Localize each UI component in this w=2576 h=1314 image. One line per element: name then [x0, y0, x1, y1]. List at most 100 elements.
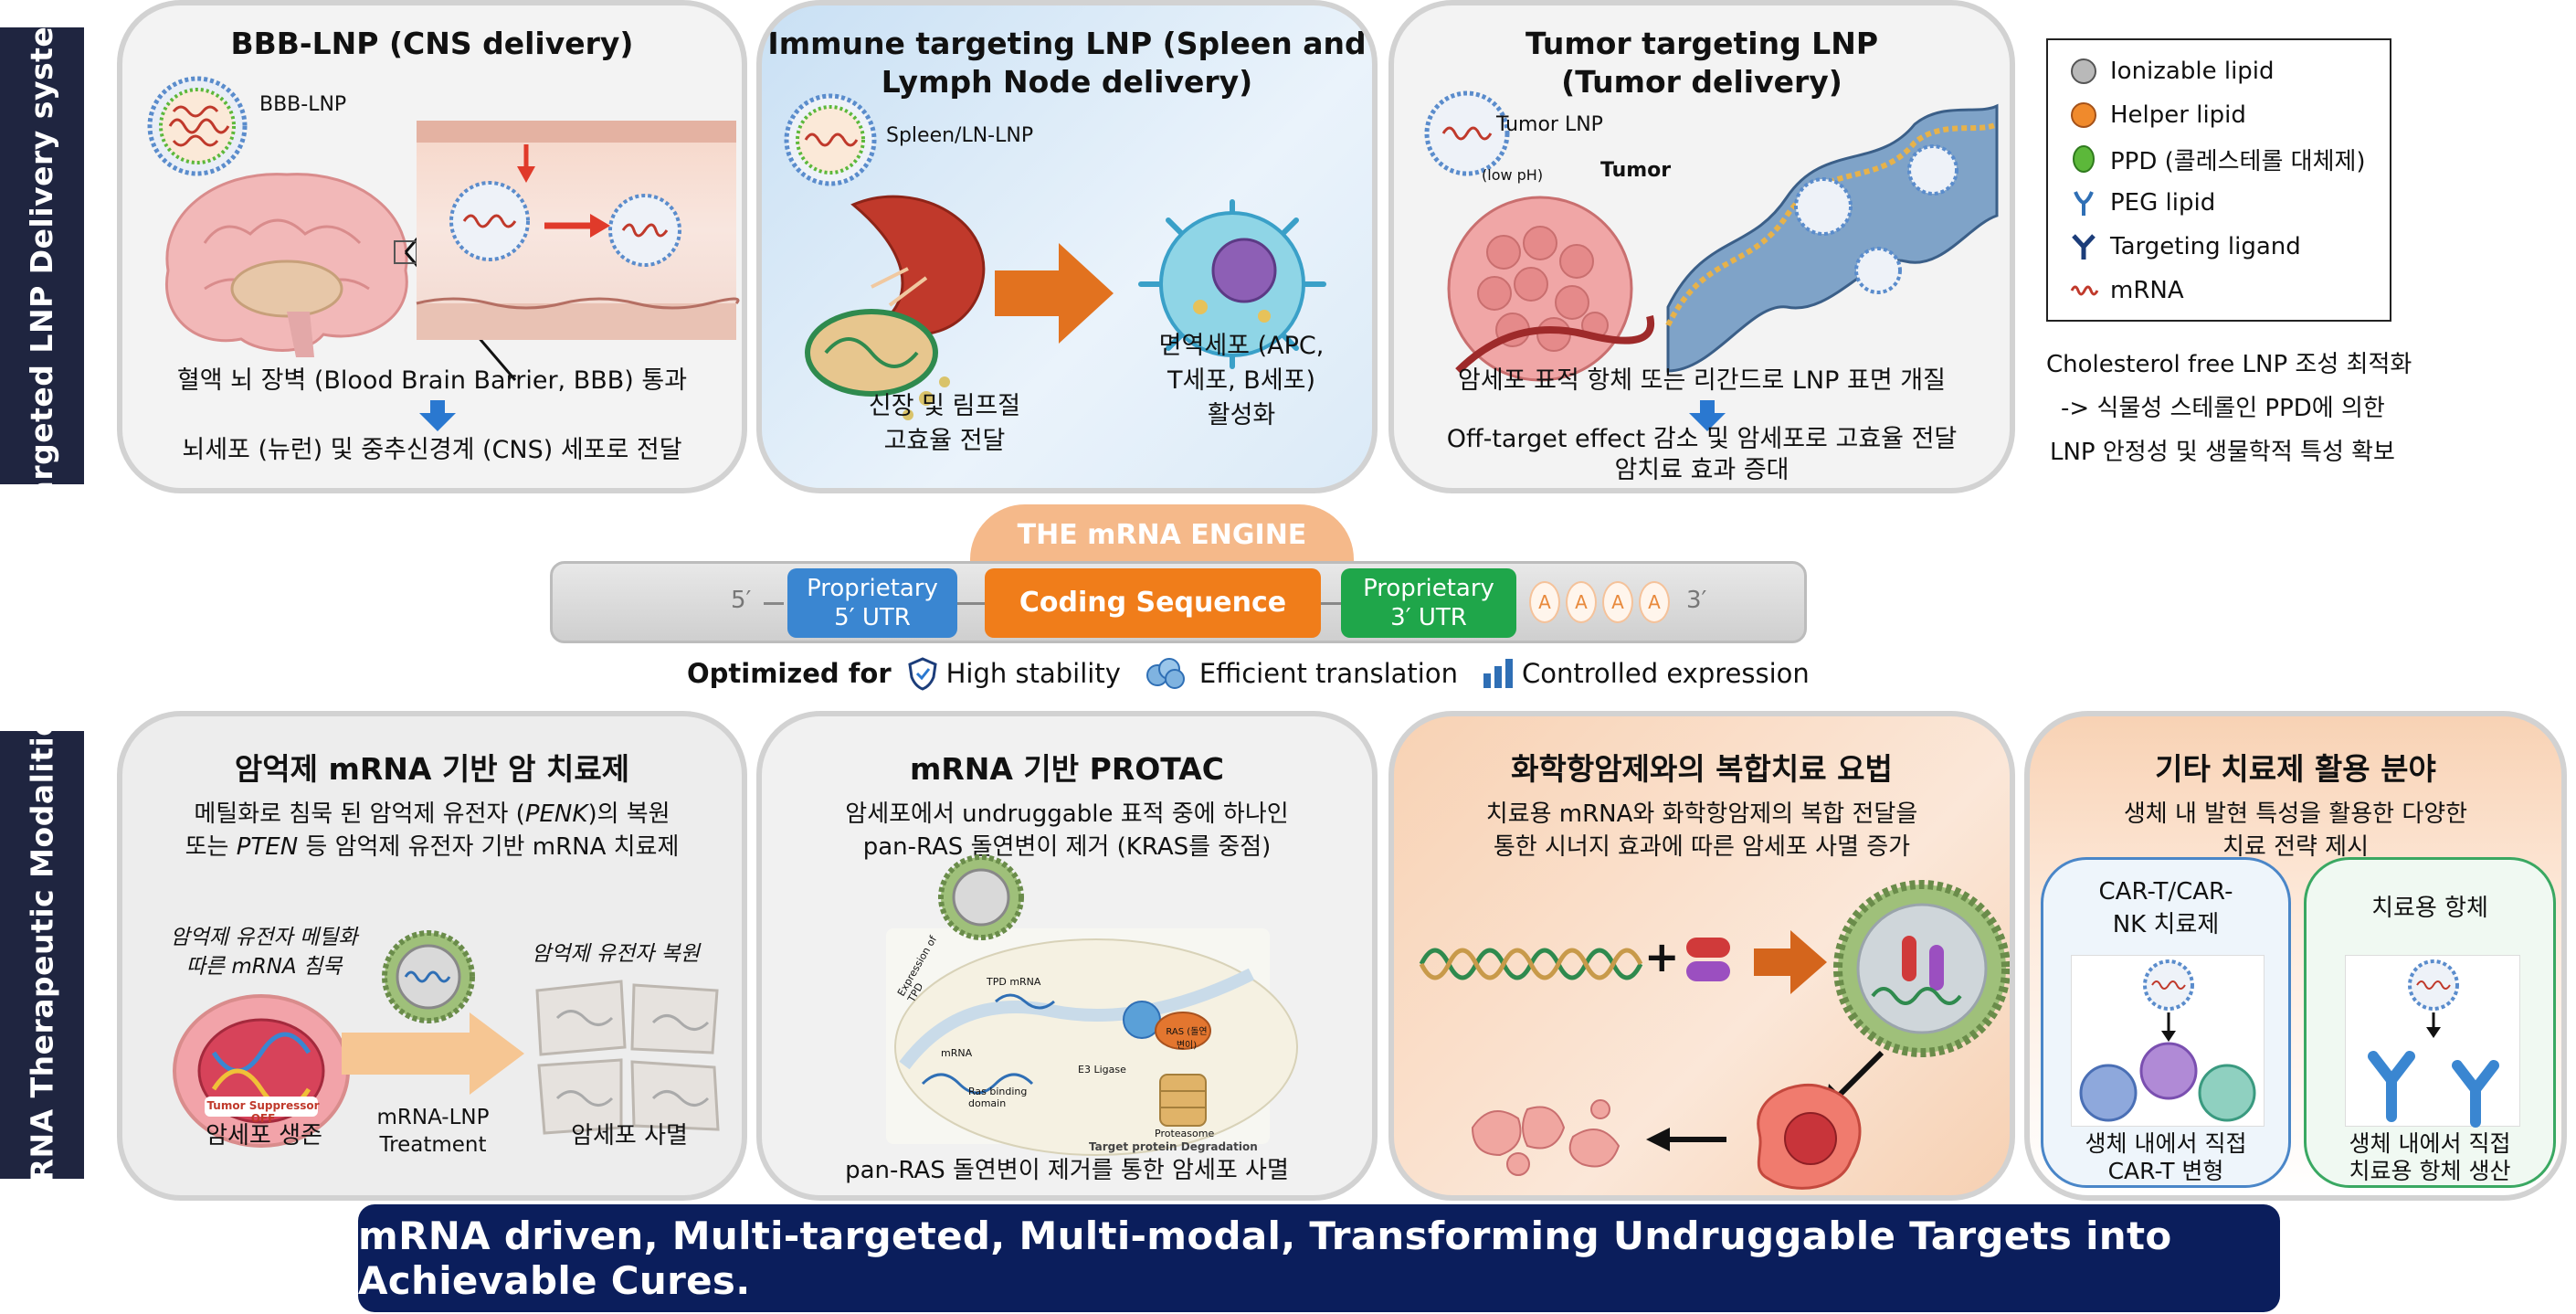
engine-title: THE mRNA ENGINE: [1017, 518, 1307, 551]
optimized-label: Optimized for: [687, 658, 892, 689]
bottom-banner: mRNA driven, Multi-targeted, Multi-modal…: [358, 1204, 2280, 1312]
lnp-particle-icon: [147, 76, 248, 176]
antibody-image: [2345, 955, 2520, 1128]
engine-title-tab: THE mRNA ENGINE: [970, 504, 1354, 565]
sub-panel-car-t: CAR-T/CAR- NK 치료제 생체 내에서 직접 CAR-T 변형: [2041, 857, 2291, 1188]
car-t-title-1: CAR-T/CAR-: [2098, 878, 2233, 906]
legend-item-helper: Helper lipid: [2070, 97, 2246, 133]
ppd-icon: [2073, 145, 2095, 173]
protac-img-label: RAS (돌연변이): [1166, 1027, 1208, 1051]
car-t-bottom-2: CAR-T 변형: [2107, 1158, 2224, 1184]
note-line-1: Cholesterol free LNP 조성 최적화: [2046, 351, 2412, 378]
legend: Ionizable lipid Helper lipid PPD (콜레스테롤 …: [2046, 38, 2391, 322]
polya-a: A: [1602, 581, 1633, 623]
ionizable-lipid-icon: [2071, 58, 2096, 84]
other-text-1: 생체 내 발현 특성을 활용한 다양한: [2123, 800, 2468, 828]
ts-bottom-right: 암세포 사멸: [571, 1122, 688, 1150]
mrna-icon: [2070, 285, 2099, 296]
arrow-left-icon: [1646, 1128, 1726, 1151]
ts-label-right: 암억제 유전자 복원: [532, 942, 700, 966]
bbb-text-1: 혈액 뇌 장벽 (Blood Brain Barrier, BBB) 통과: [176, 366, 688, 395]
five-prime-label: 5′: [731, 587, 752, 614]
bbb-text-2: 뇌세포 (뉴런) 및 중추신경계 (CNS) 세포로 전달: [182, 436, 682, 464]
antibody-bottom-2: 치료용 항체 생산: [2349, 1158, 2511, 1184]
optimized-row: Optimized for High stability Efficient t…: [687, 652, 1810, 694]
panel-ts-title: 암억제 mRNA 기반 암 치료제: [234, 751, 630, 787]
note-line-3: LNP 안정성 및 생물학적 특성 확보: [2050, 439, 2395, 466]
antibody-title: 치료용 항체: [2371, 895, 2488, 922]
bar-chart-icon: [1483, 659, 1513, 688]
three-prime-label: 3′: [1686, 587, 1707, 614]
legend-item-ligand: Targeting ligand: [2070, 228, 2301, 265]
ts-text-1: 메틸화로 침묵 된 암억제 유전자 (PENK)의 복원: [194, 800, 670, 828]
car-t-title-2: NK 치료제: [2112, 911, 2220, 938]
ts-off-label: Tumor Suppressor OFF: [206, 1099, 320, 1125]
panel-immune-title-1: Immune targeting LNP (Spleen and: [767, 26, 1367, 61]
lnp-particle-icon: [784, 93, 877, 186]
tumor-text-2: Off-target effect 감소 및 암세포로 고효율 전달: [1446, 425, 1958, 453]
legend-item-ionizable: Ionizable lipid: [2070, 53, 2275, 90]
cell-debris-illustration: [1471, 1099, 1621, 1176]
lnp-drug-illustration: [1833, 880, 2010, 1057]
antibody-bottom-1: 생체 내에서 직접: [2349, 1130, 2511, 1157]
immune-text-left-1: 신장 및 림프절: [868, 392, 1021, 420]
arrow-right-icon: [1754, 930, 1827, 994]
immune-text-right-3: 활성화: [1207, 401, 1276, 429]
protac-img-label: Proteasome: [1155, 1128, 1215, 1139]
legend-item-ppd: PPD (콜레스테롤 대체제): [2070, 141, 2366, 177]
panel-protac: mRNA 기반 PROTAC 암세포에서 undruggable 표적 중에 하…: [756, 711, 1378, 1201]
arrow-right-icon: [995, 243, 1114, 344]
bbb-cross-section: [416, 121, 740, 340]
polya-a: A: [1639, 581, 1670, 623]
ts-bottom-left: 암세포 생존: [206, 1122, 322, 1150]
immune-text-right-1: 면역세포 (APC,: [1158, 332, 1325, 360]
banner-text: mRNA driven, Multi-targeted, Multi-modal…: [358, 1213, 2172, 1303]
spleen-illustration: [850, 195, 986, 336]
tumor-label: Tumor: [1600, 159, 1672, 182]
sidebar-bottom: mRNA Therapeutic Modalities: [0, 731, 84, 1179]
connector-2: [1321, 602, 1341, 605]
brain-illustration: [165, 173, 408, 357]
panel-other-title: 기타 치료제 활용 분야: [2155, 751, 2436, 787]
targeting-ligand-icon: [2072, 234, 2096, 260]
panel-immune: Immune targeting LNP (Spleen and Lymph N…: [756, 0, 1378, 493]
immune-cell-illustration: [1138, 199, 1326, 369]
lnp-particle-icon: [938, 854, 1024, 940]
ts-text-2: 또는 PTEN 등 암억제 유전자 기반 mRNA 치료제: [185, 833, 680, 861]
five-prime-line: [764, 602, 784, 605]
sub-panel-antibody: 치료용 항체 생체 내에서 직접 치료용 항체 생산: [2304, 857, 2556, 1188]
connector-1: [957, 602, 985, 605]
arrow-right-icon: [342, 1012, 524, 1095]
feature-stability: High stability: [945, 658, 1121, 689]
panel-other: 기타 치료제 활용 분야 생체 내 발현 특성을 활용한 다양한 치료 전략 제…: [2024, 711, 2567, 1201]
protac-img-label: mRNA: [941, 1047, 973, 1059]
bbb-lnp-label: BBB-LNP: [259, 93, 347, 116]
pill-icon: [1686, 938, 1730, 981]
utr3-segment: Proprietary 3′ UTR: [1341, 568, 1516, 638]
shield-icon: [907, 657, 937, 691]
protac-diagram: Expression of TPD TPD mRNA mRNA Ras bind…: [886, 928, 1298, 1156]
panel-tumor-suppressor: 암억제 mRNA 기반 암 치료제 메틸화로 침묵 된 암억제 유전자 (PEN…: [117, 711, 747, 1201]
sidebar-top-label: Targeted LNP Delivery system: [24, 27, 60, 484]
panel-tumor-title-1: Tumor targeting LNP: [1525, 26, 1879, 61]
panel-immune-title-2: Lymph Node delivery): [881, 64, 1253, 100]
ts-label-left-1: 암억제 유전자 메틸화: [170, 926, 358, 949]
helper-lipid-icon: [2071, 102, 2096, 128]
tumor-lnp-label: Tumor LNP: [1496, 113, 1603, 136]
feature-expression: Controlled expression: [1521, 658, 1810, 689]
car-t-bottom-1: 생체 내에서 직접: [2085, 1130, 2247, 1157]
arrow-down-icon: [1689, 400, 1726, 431]
immune-text-left-2: 고효율 전달: [883, 427, 1006, 455]
dead-cell-illustration: [535, 980, 720, 1135]
feature-translation: Efficient translation: [1198, 658, 1458, 689]
protac-img-label: E3 Ligase: [1078, 1064, 1126, 1076]
protac-text-2: pan-RAS 돌연변이 제거 (KRAS를 중점): [862, 833, 1272, 861]
panel-bbb: BBB-LNP (CNS delivery) BBB-LNP: [117, 0, 747, 493]
peg-lipid-icon: [2074, 191, 2094, 216]
mrna-helix-illustration: [1419, 948, 1643, 980]
car-t-image: [2071, 955, 2265, 1127]
combo-text-2: 통한 시너지 효과에 따른 암세포 사멸 증가: [1493, 833, 1911, 861]
lnp-particle-icon: [1424, 90, 1510, 176]
panel-combo-title: 화학항암제와의 복합치료 요법: [1511, 751, 1893, 787]
cloud-icon: [1145, 658, 1185, 689]
